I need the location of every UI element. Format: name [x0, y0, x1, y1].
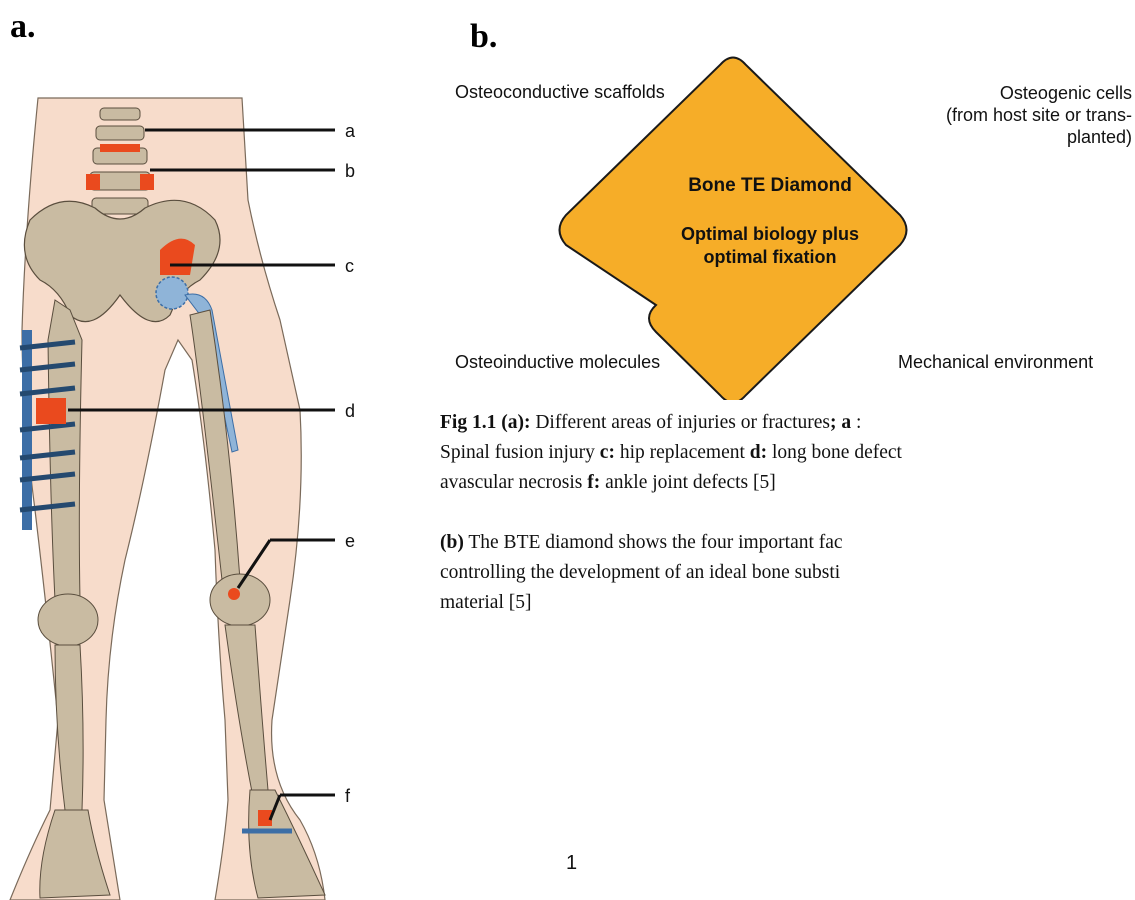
annotation-b: b [345, 161, 355, 181]
page-number: 1 [566, 852, 577, 875]
annotation-c: c [345, 256, 354, 276]
corner-top-right-line3: planted) [870, 126, 1132, 148]
spine-defect-b2 [140, 174, 154, 190]
caption-a-line3: avascular necrosis f: ankle joint defect… [440, 468, 1135, 498]
corner-bottom-right: Mechanical environment [898, 352, 1093, 373]
caption-b: (b) The BTE diamond shows the four impor… [440, 528, 1135, 618]
corner-top-left: Osteoconductive scaffolds [455, 82, 665, 103]
caption-a: Fig 1.1 (a): Different areas of injuries… [440, 408, 1135, 498]
annotation-f: f [345, 786, 351, 806]
skeleton-illustration: a b c d e f [0, 80, 400, 900]
diamond-subtitle-line2: optimal fixation [645, 246, 895, 269]
hip-implant-ball [156, 277, 188, 309]
diamond-subtitle-line1: Optimal biology plus [645, 223, 895, 246]
spine-defect-b1 [86, 174, 100, 190]
left-knee [38, 594, 98, 646]
right-knee [210, 574, 270, 626]
annotation-a: a [345, 121, 356, 141]
caption-b-line3: material [5] [440, 588, 1135, 618]
knee-defect [228, 588, 240, 600]
diamond-subtitle: Optimal biology plus optimal fixation [645, 223, 895, 269]
caption-b-line1: (b) The BTE diamond shows the four impor… [440, 528, 1135, 558]
corner-top-right-line2: (from host site or trans- [870, 104, 1132, 126]
caption-a-line2: Spinal fusion injury c: hip replacement … [440, 438, 1135, 468]
annotation-e: e [345, 531, 355, 551]
panel-a-label: a. [10, 8, 36, 46]
corner-top-right: Osteogenic cells (from host site or tran… [870, 82, 1132, 148]
femur-defect [36, 398, 66, 424]
annotation-d: d [345, 401, 355, 421]
corner-bottom-left: Osteoinductive molecules [455, 352, 660, 373]
spine-defect-a [100, 144, 140, 152]
caption-a-line1: Fig 1.1 (a): Different areas of injuries… [440, 408, 1135, 438]
diamond-title: Bone TE Diamond [660, 175, 880, 197]
corner-top-right-line1: Osteogenic cells [870, 82, 1132, 104]
caption-b-line2: controlling the development of an ideal … [440, 558, 1135, 588]
